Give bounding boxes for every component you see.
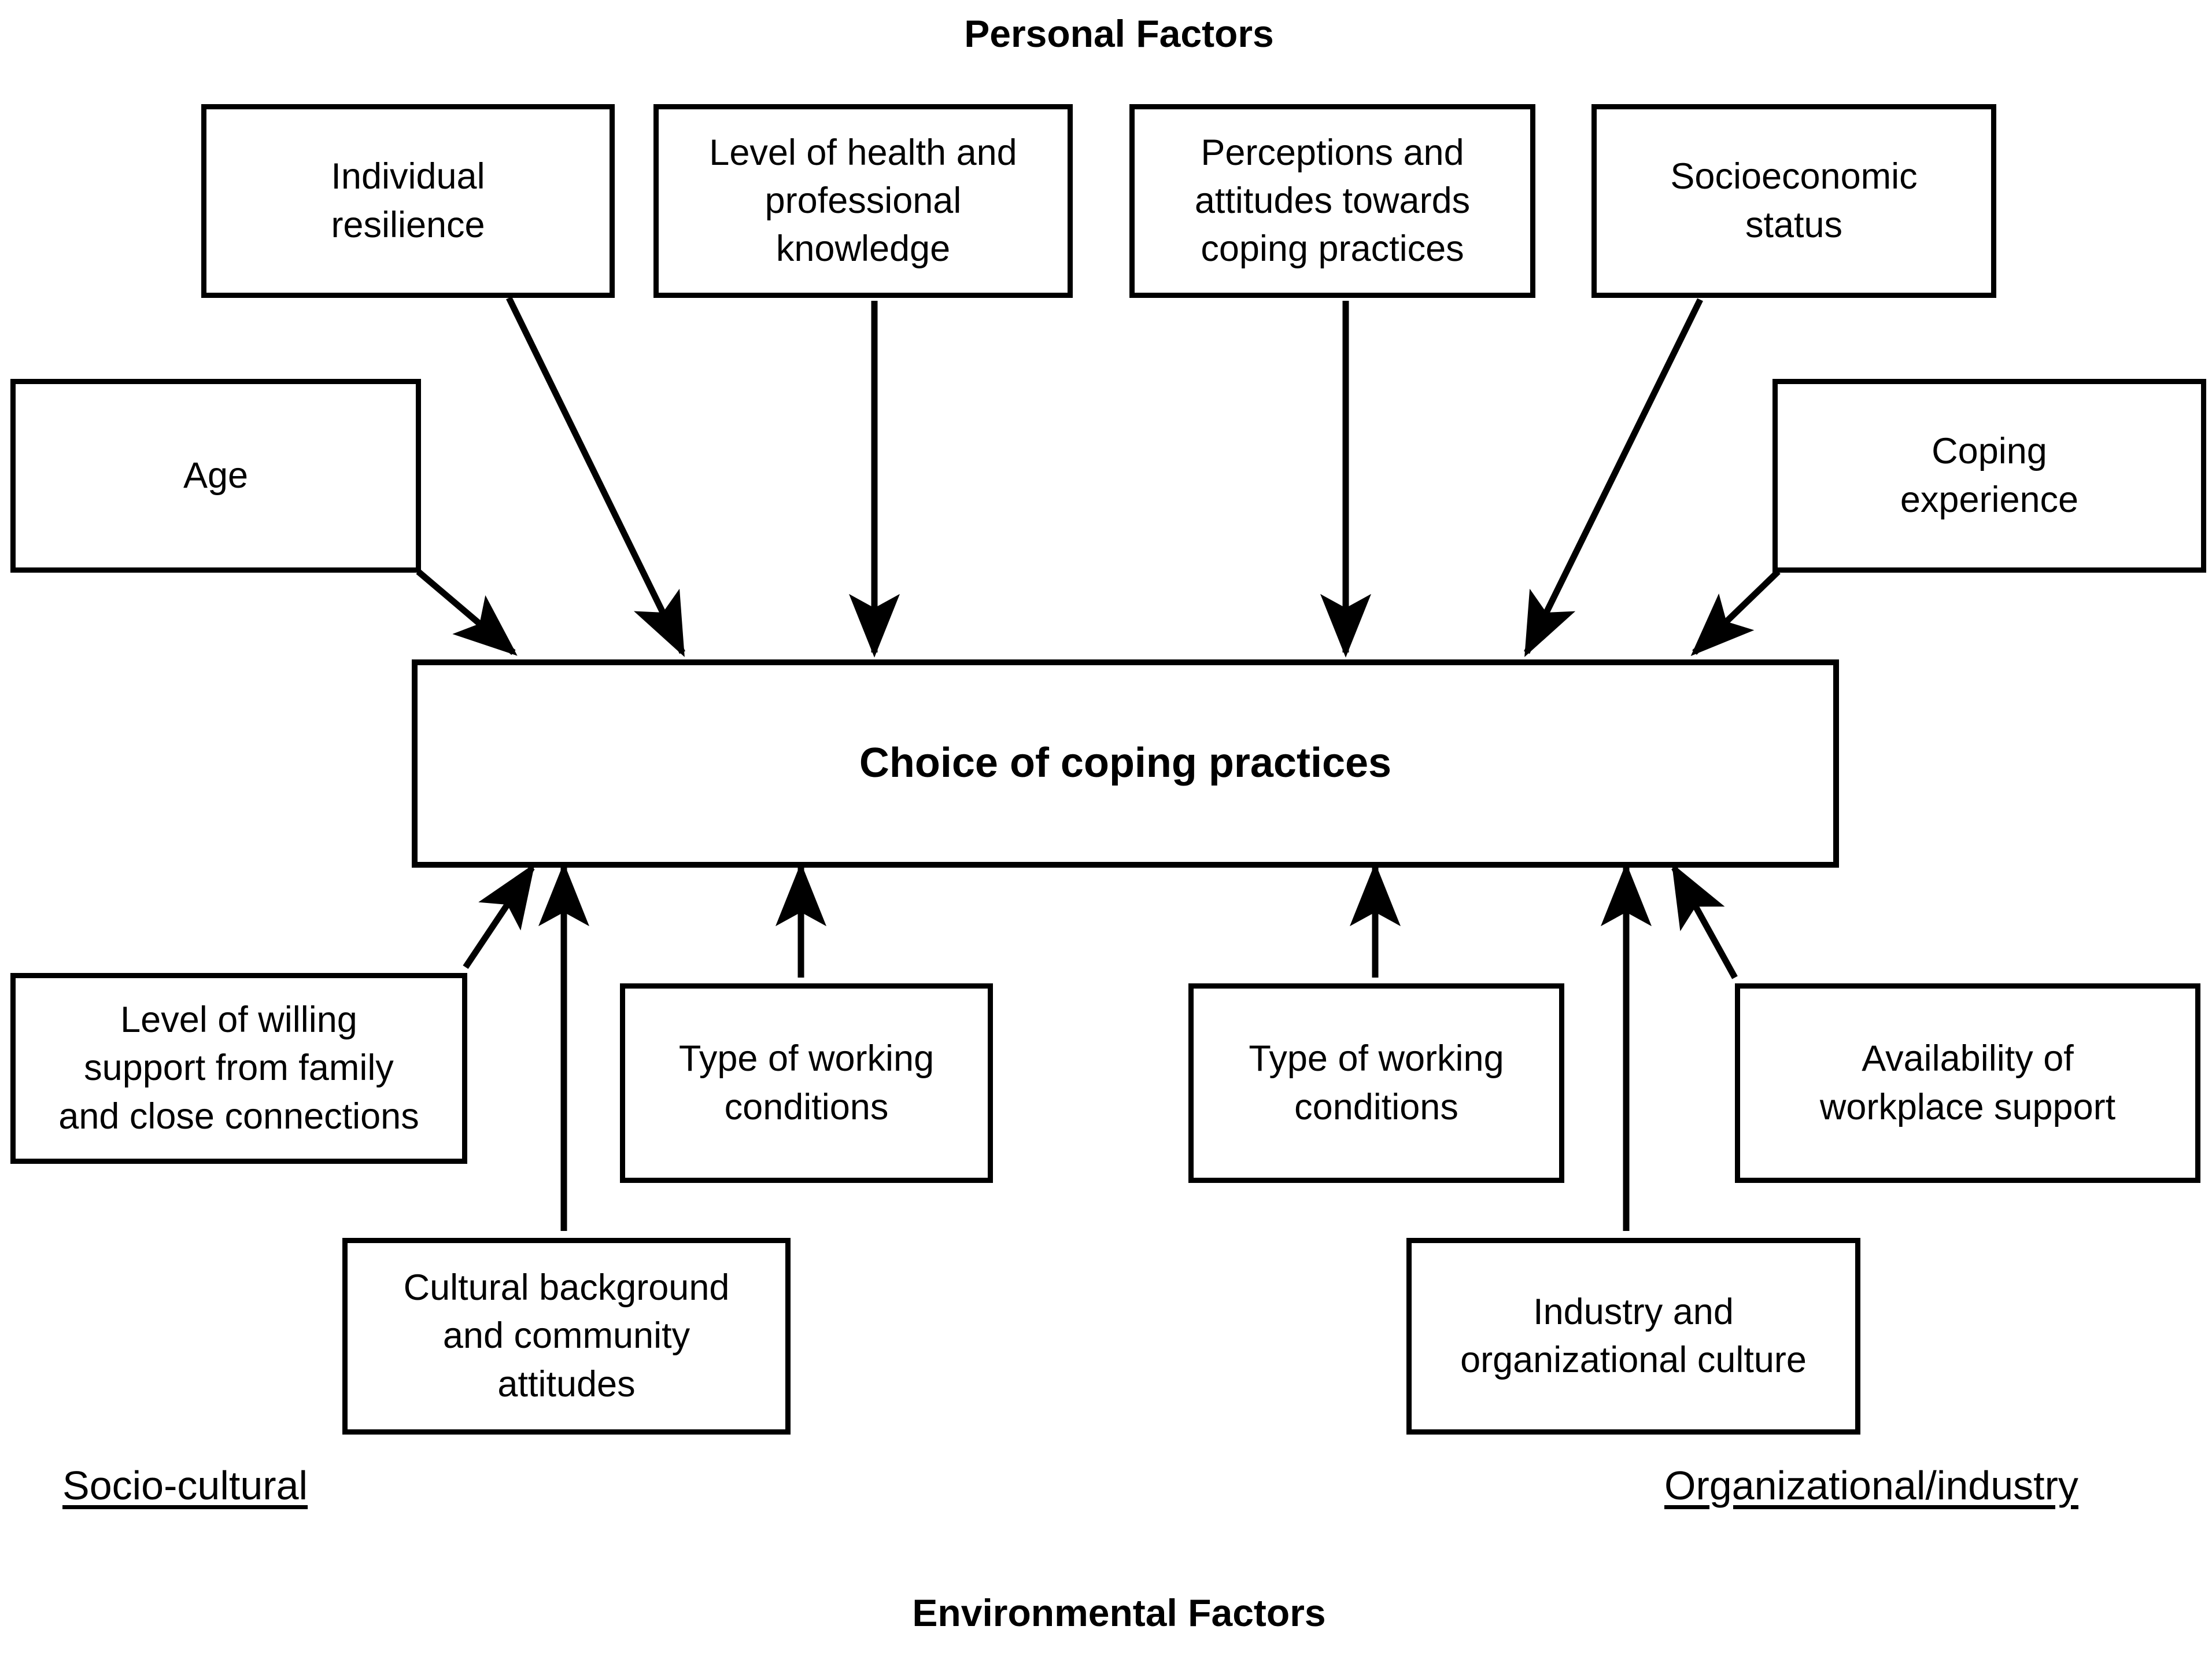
node-label: Type of working conditions — [1249, 1038, 1504, 1127]
node-willing-support-family[interactable]: Level of willing support from family and… — [10, 973, 467, 1164]
node-label: Industry and organizational culture — [1460, 1291, 1807, 1380]
node-workplace-support[interactable]: Availability of workplace support — [1735, 983, 2200, 1183]
node-label: Level of health and professional knowled… — [709, 132, 1017, 270]
arrow-willing-support-to-center — [463, 863, 535, 969]
node-cultural-background[interactable]: Cultural background and community attitu… — [342, 1238, 791, 1435]
node-choice-of-coping-practices[interactable]: Choice of coping practices — [412, 659, 1839, 868]
node-label: Coping experience — [1900, 431, 2079, 520]
group-label-organizational-industry: Organizational/industry — [1664, 1463, 2078, 1508]
arrow-socioeconomic-to-center — [1524, 298, 1703, 657]
node-perceptions-attitudes[interactable]: Perceptions and attitudes towards coping… — [1129, 104, 1535, 298]
node-socioeconomic-status[interactable]: Socioeconomic status — [1591, 104, 1996, 298]
node-coping-experience[interactable]: Coping experience — [1772, 379, 2206, 573]
node-age[interactable]: Age — [10, 379, 421, 573]
node-label: Choice of coping practices — [859, 740, 1392, 787]
node-industry-organizational-culture[interactable]: Industry and organizational culture — [1406, 1238, 1860, 1435]
group-label-socio-cultural: Socio-cultural — [62, 1463, 308, 1508]
node-label: Level of willing support from family and… — [58, 1000, 419, 1137]
personal-factors-title: Personal Factors — [964, 12, 1274, 55]
arrow-workplace-support-to-center — [1671, 863, 1738, 979]
node-label: Socioeconomic status — [1670, 156, 1918, 245]
node-label: Availability of workplace support — [1819, 1038, 2116, 1127]
arrow-coping-experience-to-center — [1690, 569, 1781, 657]
environmental-factors-title: Environmental Factors — [912, 1591, 1326, 1634]
node-type-working-conditions-left[interactable]: Type of working conditions — [620, 983, 993, 1183]
node-label: Age — [183, 455, 249, 496]
node-type-working-conditions-right[interactable]: Type of working conditions — [1188, 983, 1564, 1183]
arrow-age-to-center — [416, 569, 518, 656]
arrow-individual-resilience-to-center — [506, 296, 685, 657]
node-label: Perceptions and attitudes towards coping… — [1194, 132, 1471, 270]
node-health-professional-knowledge[interactable]: Level of health and professional knowled… — [653, 104, 1073, 298]
node-individual-resilience[interactable]: Individual resilience — [201, 104, 615, 298]
node-label: Cultural background and community attitu… — [403, 1267, 730, 1404]
node-label: Individual resilience — [331, 156, 485, 245]
node-label: Type of working conditions — [678, 1038, 935, 1127]
